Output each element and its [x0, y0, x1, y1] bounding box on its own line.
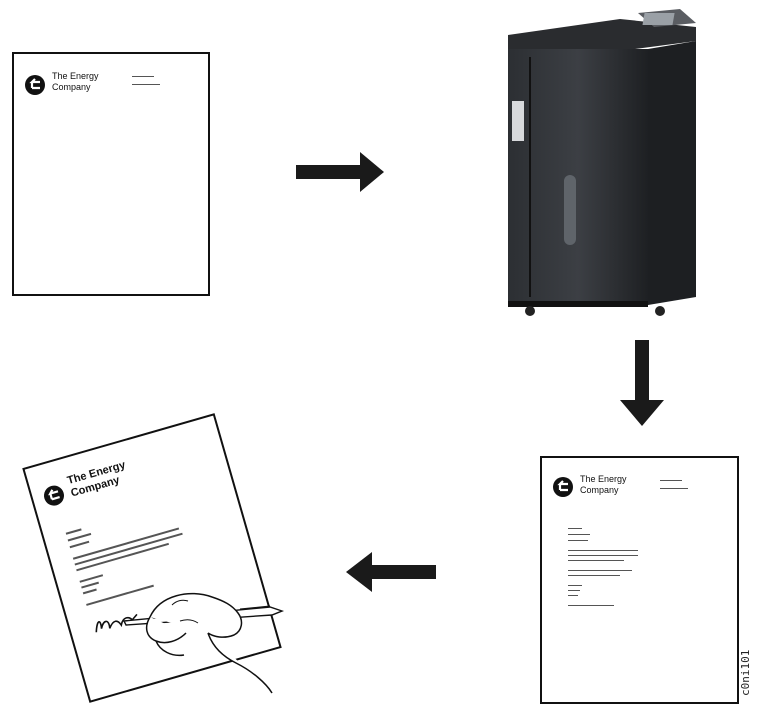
company-logo-icon	[552, 476, 574, 498]
letter-text-scribble	[568, 555, 638, 556]
letter-text-scribble	[568, 534, 590, 535]
letter-text-scribble	[79, 574, 103, 583]
letter-text-scribble	[75, 533, 183, 566]
letter-text-scribble	[83, 589, 97, 595]
letter-text-scribble	[568, 570, 632, 571]
company-name-line1: The Energy	[52, 72, 99, 81]
letter-text-scribble	[70, 541, 90, 548]
address-scribble	[660, 480, 682, 481]
arrow-down-icon	[620, 340, 664, 426]
address-scribble	[132, 84, 160, 85]
company-name-line2: Company	[580, 486, 619, 495]
letter-text-scribble	[76, 543, 169, 571]
letter-text-scribble	[568, 560, 624, 561]
letter-text-scribble	[568, 540, 588, 541]
letter-text-scribble	[568, 528, 582, 529]
company-logo-icon	[24, 74, 46, 96]
letter-text-scribble	[568, 605, 614, 606]
arrow-left-icon	[346, 552, 436, 592]
printer-image	[500, 5, 700, 323]
address-scribble	[660, 488, 688, 489]
company-logo-icon	[40, 482, 67, 509]
letter-text-scribble	[66, 528, 82, 534]
letter-text-scribble	[568, 585, 582, 586]
letter-text-scribble	[81, 582, 99, 589]
figure-id-label: c0ni101	[739, 650, 752, 696]
company-name-line2: Company	[52, 83, 91, 92]
company-name-line1: The Energy	[580, 475, 627, 484]
letter-text-scribble	[568, 550, 638, 551]
arrow-right-icon	[296, 152, 384, 192]
letter-text-scribble	[568, 575, 620, 576]
address-scribble	[132, 76, 154, 77]
letter-text-scribble	[568, 590, 580, 591]
letter-text-scribble	[568, 595, 578, 596]
hand-with-pen-image	[120, 575, 300, 695]
printed-letter-page: The Energy Company	[540, 456, 739, 704]
blank-letterhead-page: The Energy Company	[12, 52, 210, 296]
